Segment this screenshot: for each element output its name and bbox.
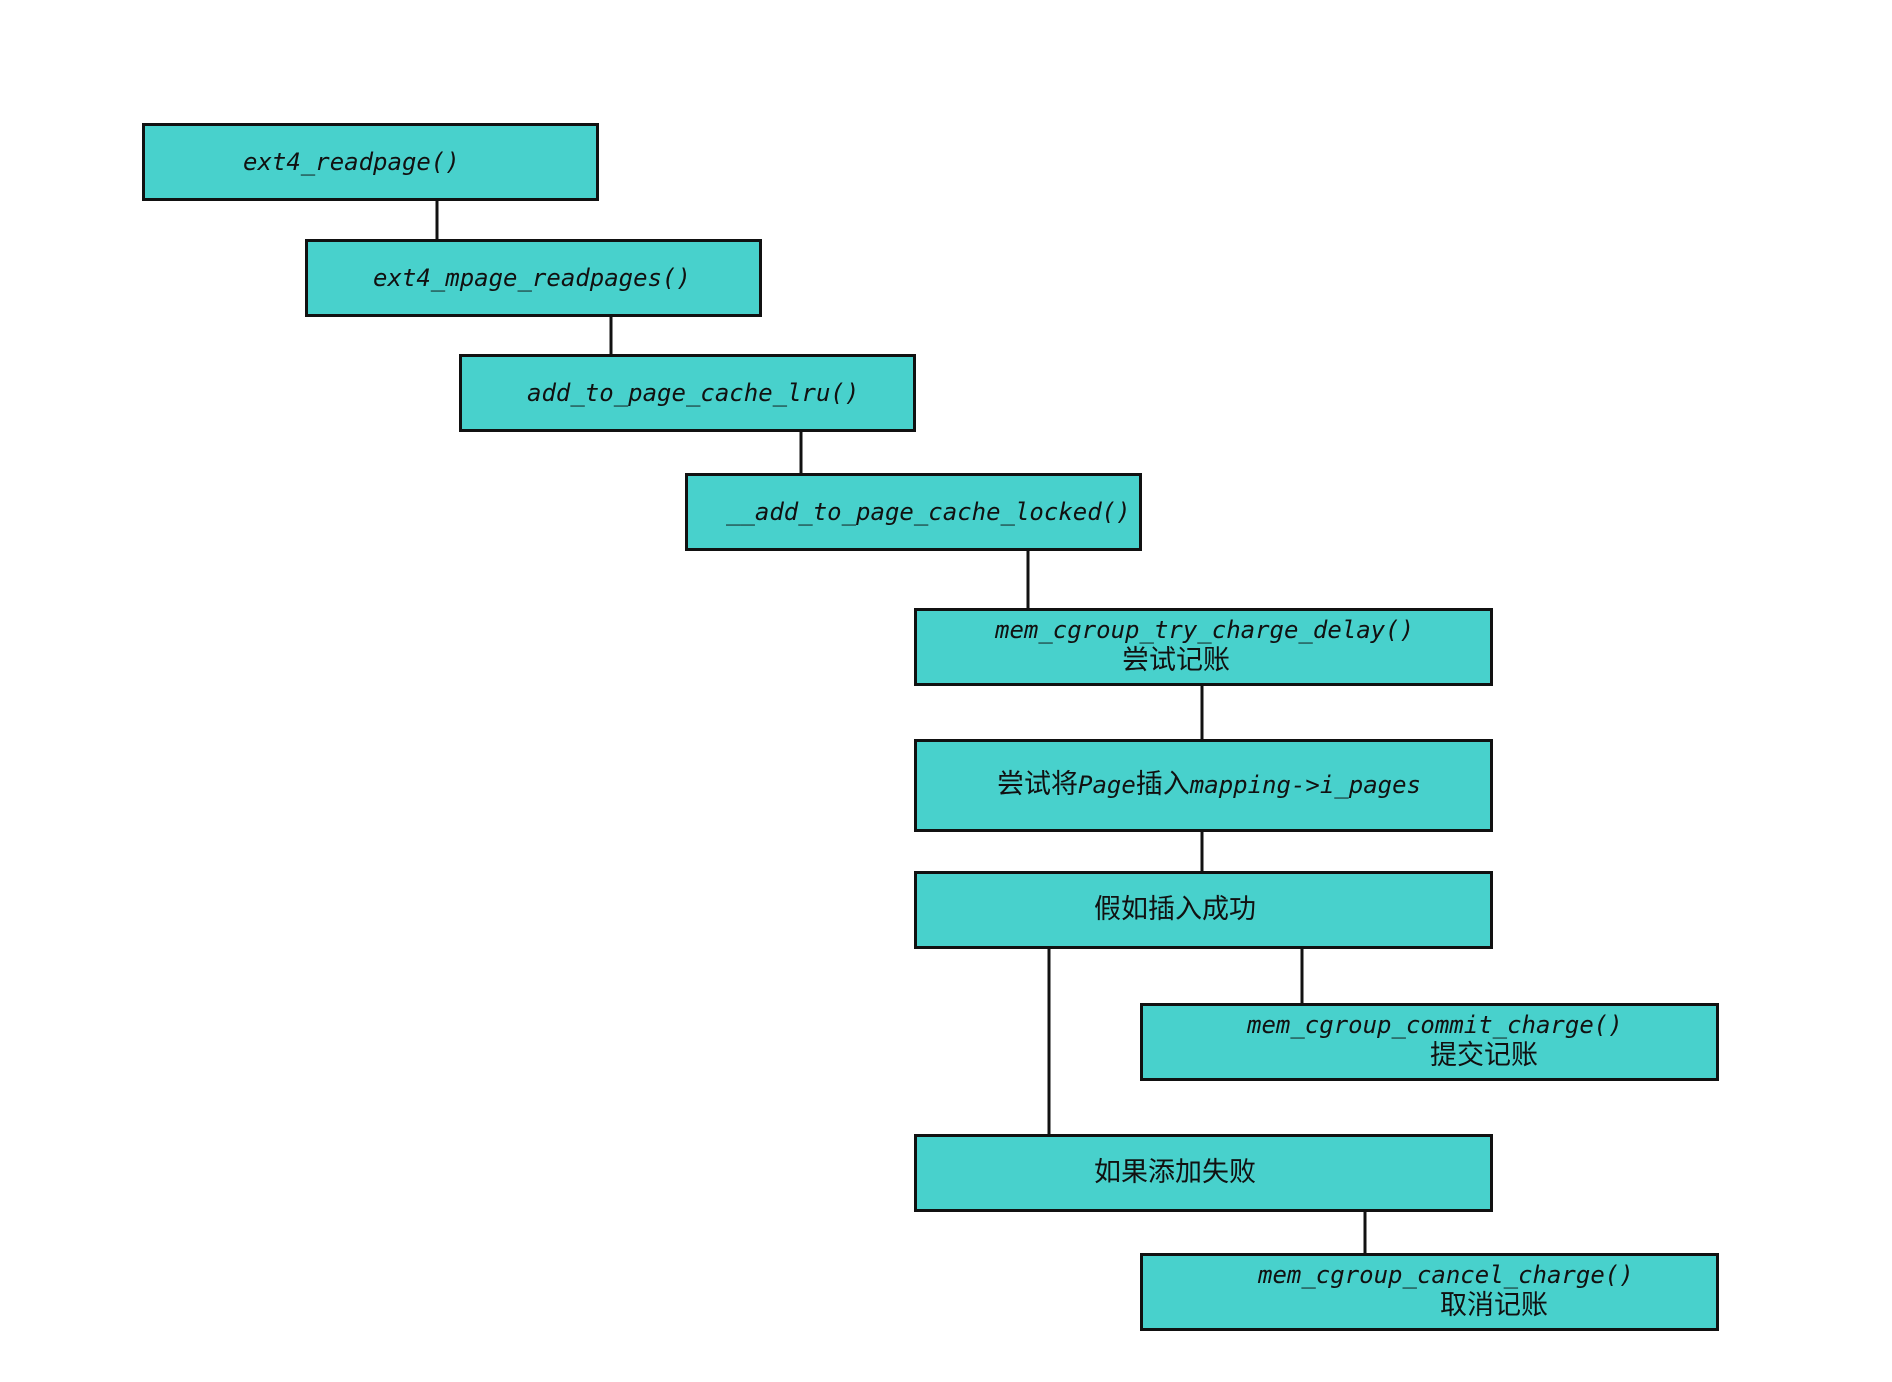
node-ext4-readpage: ext4_readpage(): [142, 123, 599, 201]
node-code-label: ext4_readpage(): [243, 147, 460, 176]
node-code-label: mem_cgroup_cancel_charge(): [1258, 1261, 1634, 1290]
insert-code-page: Page: [1078, 771, 1136, 800]
node-code-label: ext4_mpage_readpages(): [373, 263, 691, 292]
node-insert-page: 尝试将Page插入mapping->i_pages: [914, 739, 1493, 832]
node-description-label: 提交记账: [1430, 1040, 1538, 1072]
insert-code-mapping: mapping->i_pages: [1189, 771, 1421, 800]
node-mem-cgroup-commit-charge: mem_cgroup_commit_charge() 提交记账: [1140, 1003, 1719, 1081]
node-code-label: mem_cgroup_try_charge_delay(): [995, 616, 1415, 645]
node-mem-cgroup-cancel-charge: mem_cgroup_cancel_charge() 取消记账: [1140, 1253, 1719, 1331]
node-code-label: __add_to_page_cache_locked(): [726, 497, 1131, 526]
node-description-label: 如果添加失败: [1094, 1156, 1256, 1188]
node-mixed-label: 尝试将Page插入mapping->i_pages: [997, 769, 1490, 801]
node-mem-cgroup-try-charge-delay: mem_cgroup_try_charge_delay() 尝试记账: [914, 608, 1493, 686]
node-description-label: 假如插入成功: [1094, 893, 1256, 925]
node-description-label: 取消记账: [1440, 1290, 1548, 1322]
node-code-label: mem_cgroup_commit_charge(): [1247, 1011, 1623, 1040]
node-add-failed: 如果添加失败: [914, 1134, 1493, 1212]
node-add-to-page-cache-lru: add_to_page_cache_lru(): [459, 354, 916, 432]
node-description-label: 尝试记账: [1122, 645, 1230, 677]
node-ext4-mpage-readpages: ext4_mpage_readpages(): [305, 239, 762, 317]
node-code-label: add_to_page_cache_lru(): [527, 378, 860, 407]
insert-text-before: 尝试将: [997, 769, 1078, 801]
insert-text-mid: 插入: [1135, 769, 1190, 801]
node-add-to-page-cache-locked: __add_to_page_cache_locked(): [685, 473, 1142, 551]
node-insert-success: 假如插入成功: [914, 871, 1493, 949]
